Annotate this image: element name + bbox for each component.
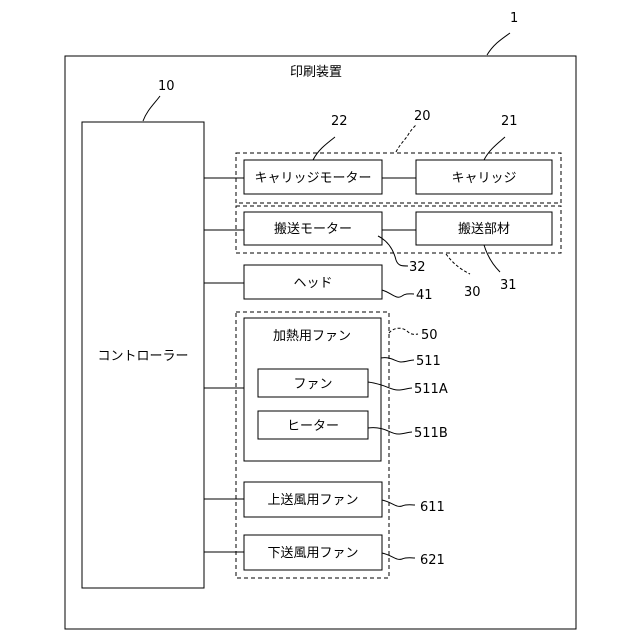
carriage-group-ref-leader (396, 125, 416, 152)
transport-group-ref-number: 30 (464, 285, 481, 300)
carriage-ref-number: 21 (501, 114, 518, 129)
lower-fan-ref-leader (382, 553, 415, 559)
lower-fan-ref-number: 621 (420, 553, 445, 568)
controller-label: コントローラー (97, 349, 188, 364)
transport-member-ref-number: 31 (500, 278, 517, 293)
head-label: ヘッド (293, 276, 332, 291)
transport-member-label: 搬送部材 (458, 222, 510, 237)
fan-label: ファン (293, 377, 332, 392)
carriage-motor-ref-number: 22 (331, 114, 348, 129)
heating-fan-label: 加熱用ファン (273, 329, 351, 344)
controller-ref-leader (143, 96, 160, 121)
upper-fan-ref-leader (382, 500, 415, 506)
transport-motor-label: 搬送モーター (274, 222, 352, 237)
heater-ref-number: 511B (414, 426, 448, 441)
upper-fan-label: 上送風用ファン (267, 493, 358, 508)
carriage-group-ref-number: 20 (414, 109, 431, 124)
transport-motor-ref-number: 32 (409, 260, 426, 275)
heater-label: ヒーター (287, 419, 339, 434)
controller-connections (204, 178, 244, 552)
transport-member-ref-leader (484, 245, 500, 272)
carriage-motor-ref-leader (313, 137, 335, 160)
heating-fan-ref-leader (381, 358, 414, 362)
upper-fan-ref-number: 611 (420, 500, 445, 515)
head-ref-number: 41 (416, 288, 433, 303)
controller-ref-number: 10 (158, 79, 175, 94)
carriage-label: キャリッジ (451, 171, 516, 186)
transport-group-ref-leader (446, 254, 470, 274)
device-ref-leader (487, 33, 510, 55)
fan-group-ref-number: 50 (421, 328, 438, 343)
printer-device-title: 印刷装置 (290, 65, 342, 80)
carriage-motor-label: キャリッジモーター (254, 171, 371, 186)
head-ref-leader (382, 290, 414, 297)
lower-fan-label: 下送風用ファン (267, 546, 358, 561)
fan-ref-number: 511A (414, 382, 448, 397)
fan-group-ref-leader (389, 328, 418, 334)
heating-fan-ref-number: 511 (416, 354, 441, 369)
carriage-ref-leader (484, 137, 505, 160)
device-ref-number: 1 (510, 11, 518, 26)
